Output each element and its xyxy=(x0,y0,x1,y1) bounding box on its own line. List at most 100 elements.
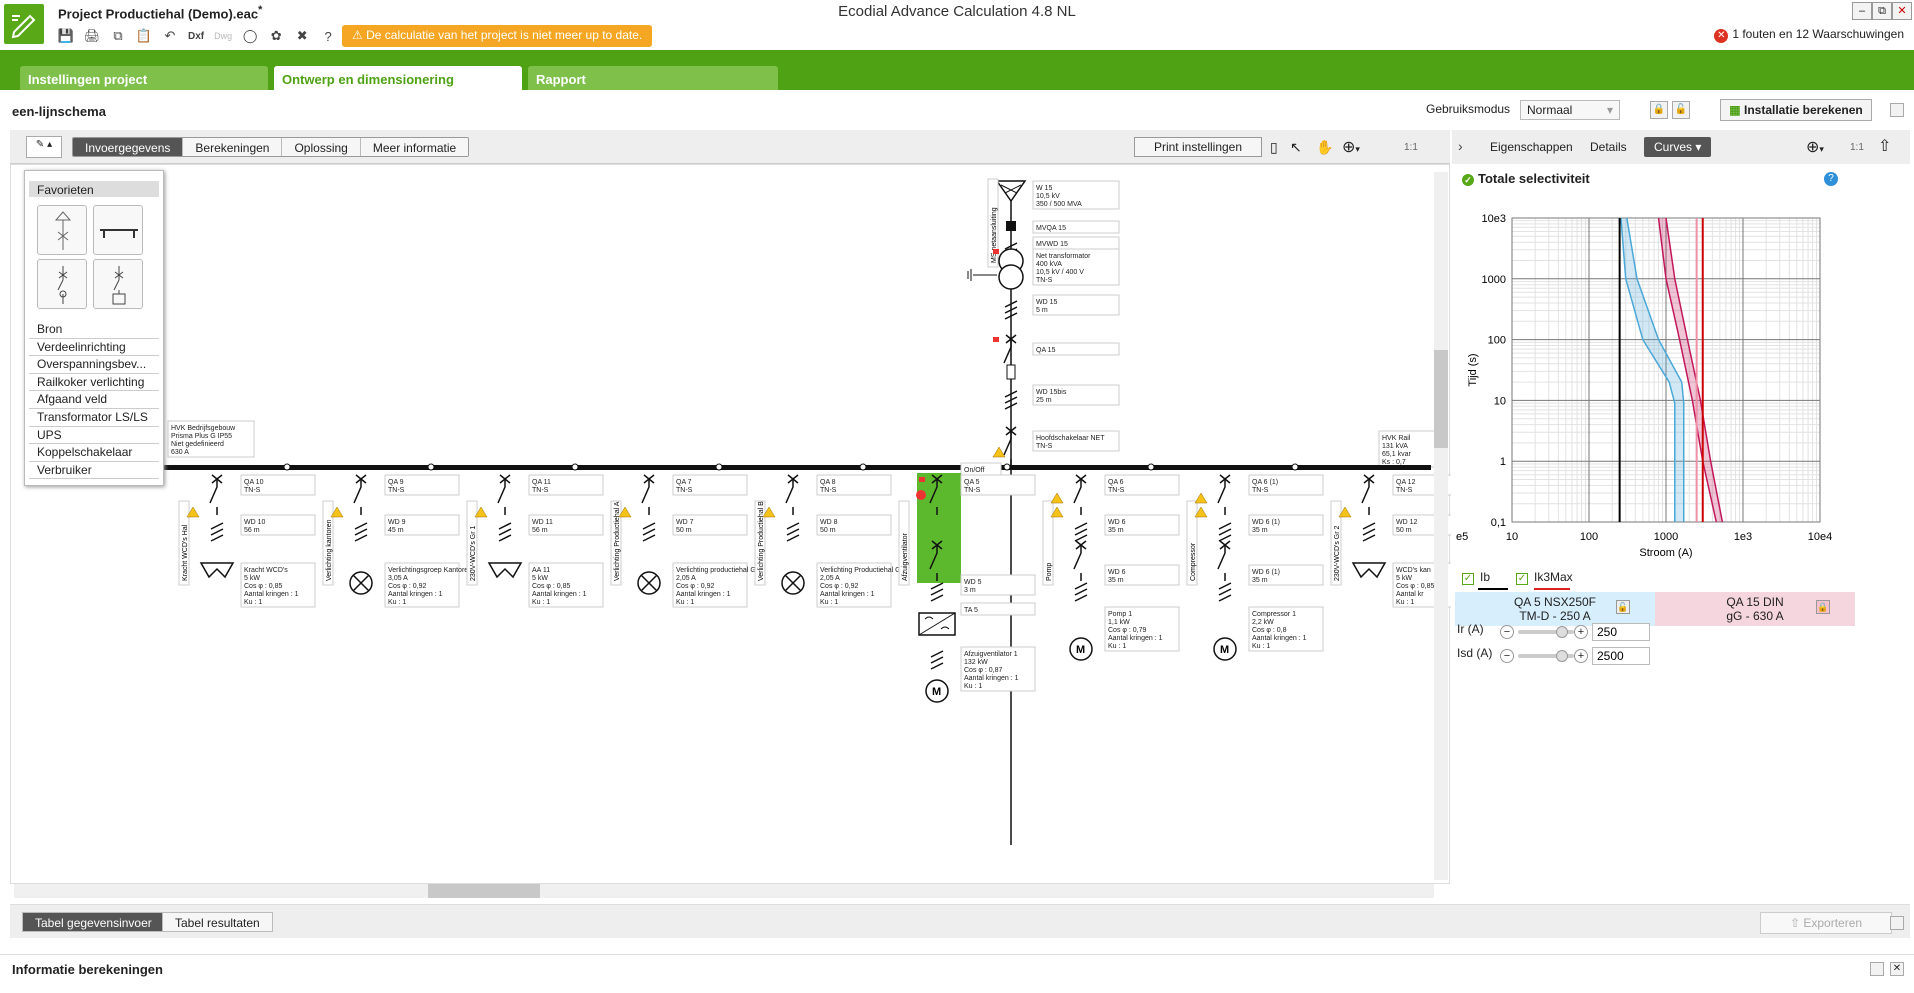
diagram-vertical-scrollbar[interactable] xyxy=(1434,172,1448,880)
palette-item[interactable]: UPS xyxy=(29,427,159,445)
save-icon[interactable]: 💾 xyxy=(57,28,75,43)
vertical-scroll-thumb[interactable] xyxy=(1434,350,1448,448)
breaker-contact xyxy=(929,479,938,515)
y-tick-label: 0,1 xyxy=(1491,517,1506,529)
print-settings-button[interactable]: Print instellingen xyxy=(1134,137,1262,157)
tab-properties[interactable]: Eigenschappen xyxy=(1490,140,1573,154)
tab-input-table[interactable]: Tabel gegevensinvoer xyxy=(22,912,165,932)
unlock-icon[interactable]: 🔓 xyxy=(1616,600,1630,614)
ir-slider-track[interactable] xyxy=(1518,630,1574,634)
tab-calculations[interactable]: Berekeningen xyxy=(183,138,283,156)
board-right-label-line: 131 kVA xyxy=(1382,443,1408,450)
zoom-reset-button[interactable]: 1:1 xyxy=(1404,142,1418,153)
leaf-icon[interactable]: ✿ xyxy=(270,28,282,43)
help-icon[interactable]: ? xyxy=(324,28,332,44)
breaker-contact xyxy=(497,479,506,515)
cable-tick xyxy=(1004,300,1018,308)
pan-hand-icon[interactable]: ✋ xyxy=(1316,139,1334,155)
selectivity-curve-chart[interactable]: 1010010001e310e410e510e310001001010,1Str… xyxy=(1456,200,1836,560)
error-summary[interactable]: ✕1 fouten en 12 Waarschuwingen xyxy=(1714,27,1904,43)
warning-icon xyxy=(186,506,200,518)
isd-decrease-button[interactable]: − xyxy=(1500,649,1514,663)
cable-tick xyxy=(1004,312,1018,320)
isd-slider-knob[interactable] xyxy=(1556,650,1568,662)
palette-item[interactable]: Overspanningsbev... xyxy=(29,356,159,374)
cable-tick xyxy=(354,534,368,542)
warning-icon xyxy=(474,506,488,518)
ik3max-checkbox[interactable]: ✓ xyxy=(1516,573,1528,585)
undo-icon[interactable]: ↶ xyxy=(164,28,176,43)
lock-icon[interactable]: 🔒 xyxy=(1650,101,1668,119)
breaker-contact xyxy=(1073,479,1082,515)
tab-results-table[interactable]: Tabel resultaten xyxy=(162,912,273,932)
select-cursor-icon[interactable]: ↖ xyxy=(1290,139,1302,155)
restore-button[interactable]: ⧉ xyxy=(1872,2,1892,20)
diagram-horizontal-scrollbar[interactable] xyxy=(14,884,1434,898)
feeder-breaker-icon xyxy=(1361,474,1375,515)
palette-item[interactable]: Transformator LS/LS xyxy=(29,409,159,427)
ir-input[interactable] xyxy=(1592,623,1650,641)
export-curve-icon[interactable]: ⇧ xyxy=(1878,138,1892,155)
tab-design[interactable]: Ontwerp en dimensionering xyxy=(274,66,522,90)
shield-icon[interactable]: ◯ xyxy=(242,28,258,43)
zoom-icon[interactable]: ⊕▾ xyxy=(1342,139,1360,156)
close-button[interactable]: ✕ xyxy=(1892,2,1912,20)
paste-icon[interactable]: 📋 xyxy=(135,28,153,43)
maximize-table-icon[interactable] xyxy=(1890,916,1904,930)
legend-ik3max[interactable]: ✓Ik3Max xyxy=(1516,570,1573,585)
isd-increase-button[interactable]: + xyxy=(1574,649,1588,663)
tab-curves[interactable]: Curves ▾ xyxy=(1644,137,1712,157)
palette-item[interactable]: Verbruiker xyxy=(29,462,159,480)
cable-tick xyxy=(210,522,224,530)
palette-item[interactable]: Afgaand veld xyxy=(29,391,159,409)
warning-icon xyxy=(618,506,632,518)
tools-icon[interactable]: ✖ xyxy=(296,28,308,43)
maximize-panel-icon[interactable] xyxy=(1890,103,1904,117)
tab-input-data[interactable]: Invoergegevens xyxy=(73,138,184,156)
ir-decrease-button[interactable]: − xyxy=(1500,625,1514,639)
tab-report[interactable]: Rapport xyxy=(528,66,778,90)
legend-ib[interactable]: ✓Ib xyxy=(1462,570,1491,585)
palette-item[interactable]: Railkoker verlichting xyxy=(29,374,159,392)
unlock-icon[interactable]: 🔓 xyxy=(1672,101,1690,119)
ir-increase-button[interactable]: + xyxy=(1574,625,1588,639)
favorite-source-symbol[interactable] xyxy=(37,205,87,255)
favorite-busbar-symbol[interactable] xyxy=(93,205,143,255)
page-icon[interactable]: ▯ xyxy=(1270,139,1278,155)
tab-details[interactable]: Details xyxy=(1590,140,1627,154)
ir-slider-knob[interactable] xyxy=(1556,626,1568,638)
palette-item[interactable]: Bron xyxy=(29,321,159,339)
error-icon: ✕ xyxy=(1714,29,1729,43)
minimize-button[interactable]: – xyxy=(1852,2,1872,20)
help-icon[interactable]: ? xyxy=(1824,172,1838,186)
curve-zoom-icon[interactable]: ⊕▾ xyxy=(1806,139,1824,156)
collapse-panel-icon[interactable]: › xyxy=(1458,138,1463,154)
ib-checkbox[interactable]: ✓ xyxy=(1462,573,1474,585)
lock-icon[interactable]: 🔒 xyxy=(1816,600,1830,614)
palette-item[interactable]: Verdeelinrichting xyxy=(29,339,159,357)
dxf-export-button[interactable]: Dxf xyxy=(188,30,205,42)
horizontal-scroll-thumb[interactable] xyxy=(428,884,540,898)
board-left-label-line: HVK Bedrijfsgebouw xyxy=(171,425,236,432)
feeder-load-label-line: Ku : 1 xyxy=(1396,599,1414,606)
favorite-load-symbol[interactable] xyxy=(93,259,143,309)
outdated-warning-banner[interactable]: ⚠ De calculatie van het project is niet … xyxy=(342,25,653,47)
curve-zoom-reset[interactable]: 1:1 xyxy=(1850,142,1864,153)
copy-icon[interactable]: ⧉ xyxy=(113,28,123,43)
maximize-info-icon[interactable] xyxy=(1870,962,1884,976)
calculate-button[interactable]: ▦ Installatie berekenen xyxy=(1720,99,1872,121)
palette-item[interactable]: Koppelschakelaar xyxy=(29,444,159,462)
print-icon[interactable]: 🖨 xyxy=(83,28,101,43)
favorite-feeder-symbol[interactable] xyxy=(37,259,87,309)
mode-select[interactable]: Normaal▾ xyxy=(1520,100,1620,120)
palette-toggle[interactable]: ✎ ▴ xyxy=(26,136,62,158)
isd-input[interactable] xyxy=(1592,647,1650,665)
feeder-load-label-line: Cos φ : 0,85 xyxy=(532,583,570,590)
close-info-icon[interactable]: ✕ xyxy=(1890,962,1904,976)
x-axis-label: Stroom (A) xyxy=(1639,547,1692,559)
tab-more-info[interactable]: Meer informatie xyxy=(360,138,469,156)
isd-slider-track[interactable] xyxy=(1518,654,1574,658)
tab-solution[interactable]: Oplossing xyxy=(282,138,361,156)
tab-project-settings[interactable]: Instellingen project xyxy=(20,66,268,90)
